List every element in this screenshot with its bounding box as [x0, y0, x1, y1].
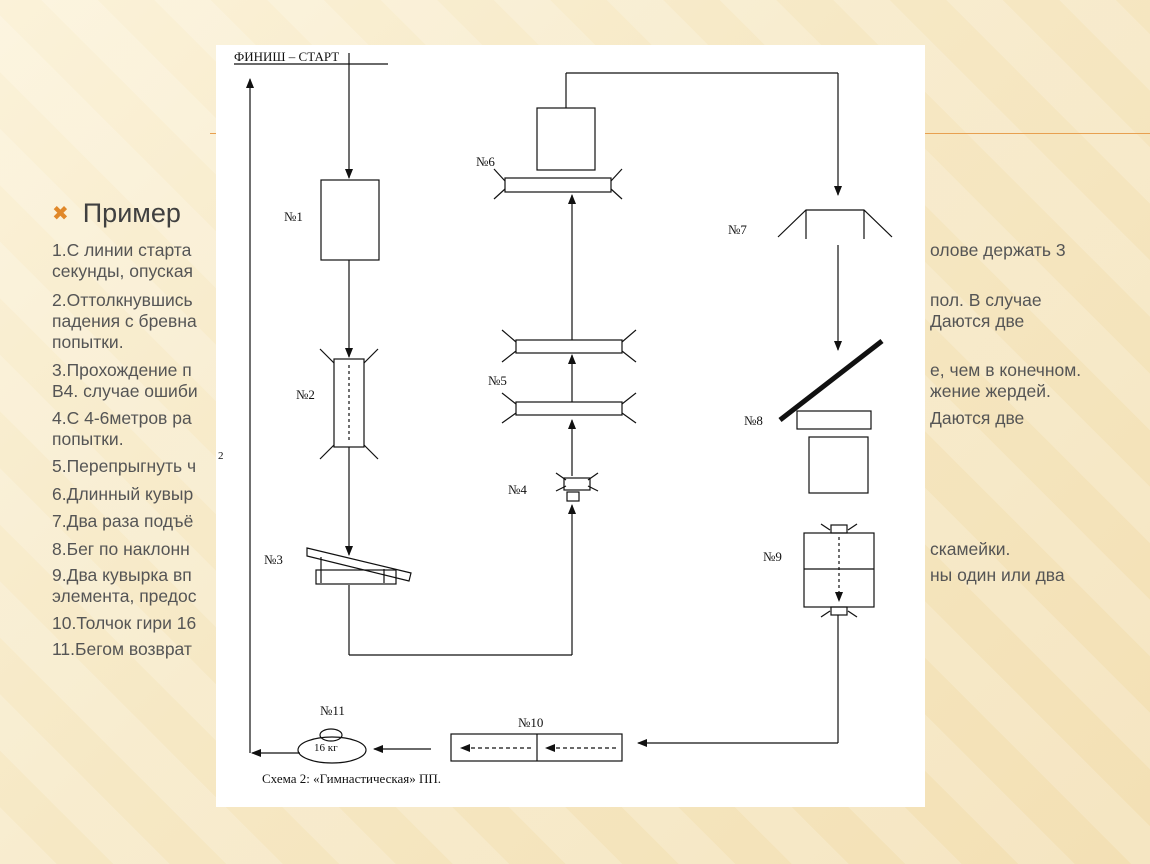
diagram-caption: Схема 2: «Гимнастическая» ПП. [262, 771, 441, 786]
kettlebell-body [297, 736, 367, 764]
station-label: №6 [476, 154, 495, 169]
station-8-box [808, 436, 869, 494]
station-5-bar-upper [515, 339, 623, 354]
station-label: №7 [728, 222, 747, 237]
station-label: №10 [518, 715, 543, 730]
station-6-box [536, 107, 596, 171]
text-line: падения с бревна [52, 311, 197, 331]
station-label: №11 [320, 703, 345, 718]
text-line: В4. случае ошиби [52, 381, 198, 401]
text-line: 7.Два раза подъё [52, 511, 194, 531]
diagram-panel: ФИНИШ – СТАРТ №1 №2 №3 №4 №5 №6 №7 №8 №9… [216, 45, 925, 807]
text-line: 2.Оттолкнувшись [52, 290, 193, 310]
station-8-block [796, 410, 872, 430]
station-label: №3 [264, 552, 283, 567]
heading-text: Пример [82, 198, 181, 228]
finish-start-label: ФИНИШ – СТАРТ [234, 49, 339, 64]
text-line: 5.Перепрыгнуть ч [52, 456, 197, 476]
text-line: 9.Два кувырка вп [52, 565, 192, 585]
kettlebell-handle [319, 728, 343, 742]
text-line: 4.С 4-6метров ра [52, 408, 192, 428]
text-line: жение жердей. [930, 381, 1051, 401]
text-line: секунды, опуская [52, 261, 194, 281]
station-label: №1 [284, 209, 303, 224]
text-line: 8.Бег по наклонн [52, 539, 190, 559]
station-4-device [563, 477, 591, 491]
text-line: Даются две [930, 408, 1025, 428]
text-line: Даются две [930, 311, 1025, 331]
course-diagram: ФИНИШ – СТАРТ №1 №2 №3 №4 №5 №6 №7 №8 №9… [218, 49, 893, 786]
kettlebell-weight: 16 кг [314, 742, 338, 754]
station-label: №5 [488, 373, 507, 388]
stray-mark: 2 [218, 450, 224, 462]
text-line: элемента, предос [52, 586, 197, 606]
text-line: попытки. [52, 332, 124, 352]
text-line: 10.Толчок гири 16 [52, 613, 197, 633]
station-label: №2 [296, 387, 315, 402]
station-5-bar-lower [515, 401, 623, 416]
station-7-frame [777, 209, 893, 238]
text-line: скамейки. [930, 539, 1011, 559]
text-line: пол. В случае [930, 290, 1042, 310]
x-bullet-icon: ✖ [52, 203, 69, 225]
station-label: №8 [744, 413, 763, 428]
text-line: 3.Прохождение п [52, 360, 192, 380]
text-line: 1.С линии старта [52, 240, 192, 260]
text-line: е, чем в конечном. [930, 360, 1082, 380]
station-label: №4 [508, 482, 527, 497]
station-1-box [320, 179, 380, 261]
station-3-bench [315, 569, 397, 585]
station-3-ramp [306, 547, 412, 582]
text-line: 6.Длинный кувыр [52, 484, 194, 504]
station-label: №9 [763, 549, 782, 564]
station-8-board [778, 339, 884, 422]
text-line: 11.Бегом возврат [52, 639, 192, 659]
text-line: ны один или два [930, 565, 1065, 585]
text-line: олове держать 3 [930, 240, 1066, 260]
slide-heading: ✖ Пример [52, 198, 181, 229]
station-6-bar [504, 177, 612, 193]
text-line: попытки. [52, 429, 124, 449]
